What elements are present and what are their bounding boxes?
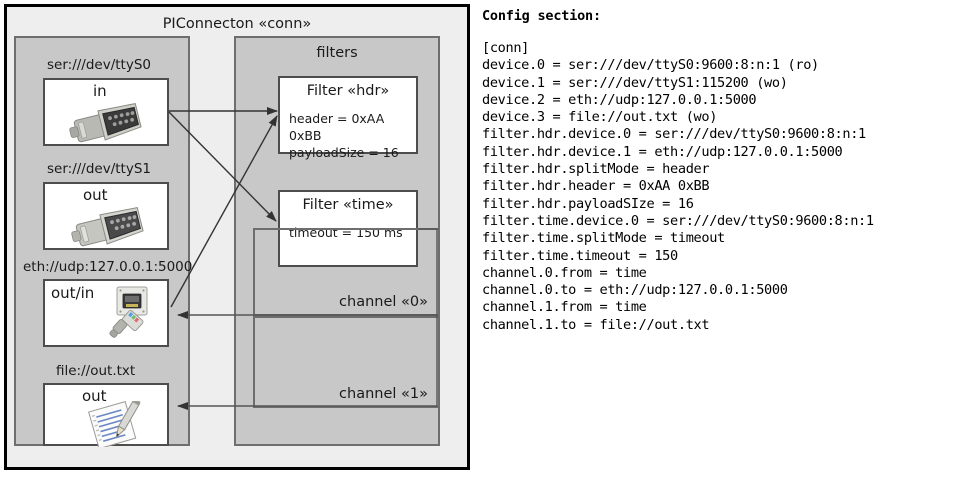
config-line: filter.hdr.device.0 = ser:///dev/ttyS0:9… — [482, 126, 866, 143]
filter-hdr-prop-header: header = 0xAA 0xBB — [289, 111, 385, 143]
config-line: filter.hdr.payloadSIze = 16 — [482, 195, 694, 212]
serial-db9-icon — [69, 103, 142, 143]
filter-time-title: Filter «time» — [302, 197, 394, 213]
filter-hdr-props: header = 0xAA 0xBB payloadSize = 16 — [289, 110, 416, 161]
device-caption-out-in: out/in — [51, 284, 95, 302]
channel-box-1[interactable]: channel «1» — [253, 316, 440, 408]
channel-1-label: channel «1» — [339, 386, 428, 402]
serial-db9-icon — [71, 207, 144, 247]
config-line: filter.hdr.splitMode = header — [482, 161, 710, 178]
config-heading: Config section: — [482, 8, 601, 24]
config-line: filter.time.splitMode = timeout — [482, 230, 725, 247]
config-line: device.3 = file://out.txt (wo) — [482, 109, 718, 126]
device-box-ser-ttys0[interactable]: in — [43, 78, 169, 146]
config-line: filter.time.device.0 = ser:///dev/ttyS0:… — [482, 212, 874, 229]
filter-box-hdr[interactable]: Filter «hdr» header = 0xAA 0xBB payloadS… — [278, 76, 418, 160]
device-label-eth-udp: eth://udp:127.0.0.1:5000 — [23, 259, 193, 275]
config-line: device.0 = ser:///dev/ttyS0:9600:8:n:1 (… — [482, 57, 819, 74]
config-line: channel.1.to = file://out.txt — [482, 316, 710, 333]
device-caption-in: in — [93, 82, 107, 100]
text-file-icon — [88, 401, 141, 447]
page-title: PIConnecton «conn» — [162, 16, 312, 32]
config-line: channel.0.from = time — [482, 264, 647, 281]
config-line: [conn] — [482, 40, 530, 56]
device-label-ser-ttys1: ser:///dev/ttyS1 — [47, 161, 151, 177]
device-caption-out-file: out — [82, 387, 107, 405]
device-label-ser-ttys0: ser:///dev/ttyS0 — [47, 57, 151, 73]
config-line: filter.hdr.header = 0xAA 0xBB — [482, 178, 710, 195]
config-line: filter.time.timeout = 150 — [482, 247, 678, 264]
channel-0-label: channel «0» — [339, 294, 428, 310]
config-line: device.1 = ser:///dev/ttyS1:115200 (wo) — [482, 74, 788, 91]
config-section: Config section: [conn]device.0 = ser:///… — [482, 8, 960, 334]
config-line: filter.hdr.device.1 = eth://udp:127.0.0.… — [482, 143, 843, 160]
config-lines: [conn]device.0 = ser:///dev/ttyS0:9600:8… — [482, 40, 960, 334]
device-label-file-out: file://out.txt — [56, 363, 136, 379]
ethernet-rj45-icon — [109, 286, 148, 338]
filter-hdr-prop-payloadsize: payloadSize = 16 — [289, 145, 399, 160]
config-line: channel.1.from = time — [482, 299, 647, 316]
filters-panel-title: filters — [316, 45, 358, 61]
device-box-ser-ttys1[interactable]: out — [43, 182, 169, 250]
config-line: channel.0.to = eth://udp:127.0.0.1:5000 — [482, 282, 788, 299]
device-caption-out-serial: out — [83, 186, 108, 204]
filter-hdr-title: Filter «hdr» — [306, 83, 390, 99]
channel-box-0[interactable]: channel «0» — [253, 228, 440, 316]
device-box-eth-udp[interactable]: out/in — [43, 279, 169, 347]
config-line: device.2 = eth://udp:127.0.0.1:5000 — [482, 91, 757, 108]
device-box-file-out[interactable]: out — [43, 383, 169, 447]
